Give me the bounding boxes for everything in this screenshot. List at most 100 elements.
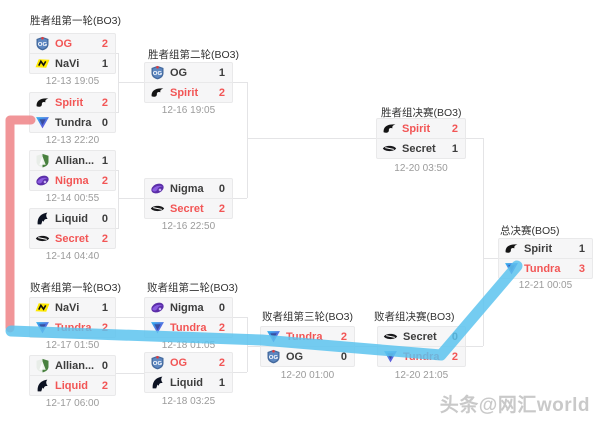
team-score: 1	[101, 301, 108, 314]
connector-line	[118, 198, 144, 199]
svg-text:OG: OG	[153, 361, 163, 367]
team-name: Liquid	[55, 212, 88, 225]
connector-line	[116, 373, 144, 374]
team-name: Tundra	[55, 116, 92, 129]
team-name: OG	[170, 66, 188, 79]
team-score: 2	[218, 321, 225, 334]
team-name: Spirit	[524, 242, 553, 255]
secret-icon	[382, 141, 397, 156]
connector-line	[118, 82, 144, 83]
team-row-tundra[interactable]: Tundra 2	[145, 317, 232, 337]
team-row-liquid[interactable]: Liquid 0	[30, 209, 115, 228]
team-name: Liquid	[170, 376, 203, 389]
team-name: Tundra	[286, 330, 323, 343]
match-time: 12-17 06:00	[45, 398, 100, 409]
team-row-nigma[interactable]: Nigma 0	[145, 179, 232, 198]
tundra-icon	[266, 329, 281, 344]
tundra-icon	[383, 349, 398, 364]
team-score: 2	[101, 96, 108, 109]
spirit-icon	[150, 85, 165, 100]
team-name: OG	[55, 37, 73, 50]
match-time: 12-16 22:50	[161, 221, 216, 232]
svg-text:OG: OG	[153, 71, 163, 77]
connector-line	[483, 138, 484, 346]
connector-line	[247, 138, 376, 139]
team-row-allian[interactable]: Allian... 1	[30, 151, 115, 170]
team-name: Nigma	[170, 301, 204, 314]
team-row-liquid[interactable]: Liquid 1	[145, 372, 232, 392]
connector-line	[233, 82, 247, 83]
tundra-icon	[504, 261, 519, 276]
tundra-icon	[35, 320, 50, 335]
match-time: 12-21 00:05	[518, 280, 573, 291]
team-score: 2	[218, 356, 225, 369]
team-score: 1	[218, 376, 225, 389]
round-header-winners-round-2: 胜者组第二轮(BO3)	[148, 49, 240, 61]
round-header-losers-round-1: 败者组第一轮(BO3)	[30, 282, 122, 294]
team-name: Tundra	[170, 321, 207, 334]
connector-line	[247, 82, 248, 198]
match-time: 12-13 19:05	[45, 76, 100, 87]
team-row-spirit[interactable]: Spirit 2	[30, 93, 115, 112]
team-row-tundra[interactable]: Tundra 2	[261, 327, 354, 346]
connector-line	[233, 372, 247, 373]
connector-line	[118, 170, 119, 228]
team-name: Tundra	[55, 321, 92, 334]
team-name: Liquid	[55, 379, 88, 392]
team-name: Allian...	[55, 154, 95, 167]
team-name: Tundra	[524, 262, 561, 275]
team-score: 2	[340, 330, 347, 343]
navi-icon	[35, 300, 50, 315]
team-score: 0	[101, 212, 108, 225]
team-row-allian[interactable]: Allian...0	[30, 356, 115, 375]
connector-line	[233, 317, 247, 318]
team-score: 1	[101, 154, 108, 167]
team-row-liquid[interactable]: Liquid 2	[30, 375, 115, 395]
tundra-icon	[150, 320, 165, 335]
spirit-icon	[382, 121, 397, 136]
svg-text:OG: OG	[38, 42, 48, 48]
team-name: Nigma	[170, 182, 204, 195]
secret-icon	[35, 231, 50, 246]
team-score: 0	[218, 182, 225, 195]
nigma-icon	[150, 300, 165, 315]
team-name: Spirit	[55, 96, 84, 109]
team-score: 2	[101, 379, 108, 392]
nigma-icon	[150, 181, 165, 196]
navi-icon	[35, 56, 50, 71]
team-name: Nigma	[55, 174, 89, 187]
